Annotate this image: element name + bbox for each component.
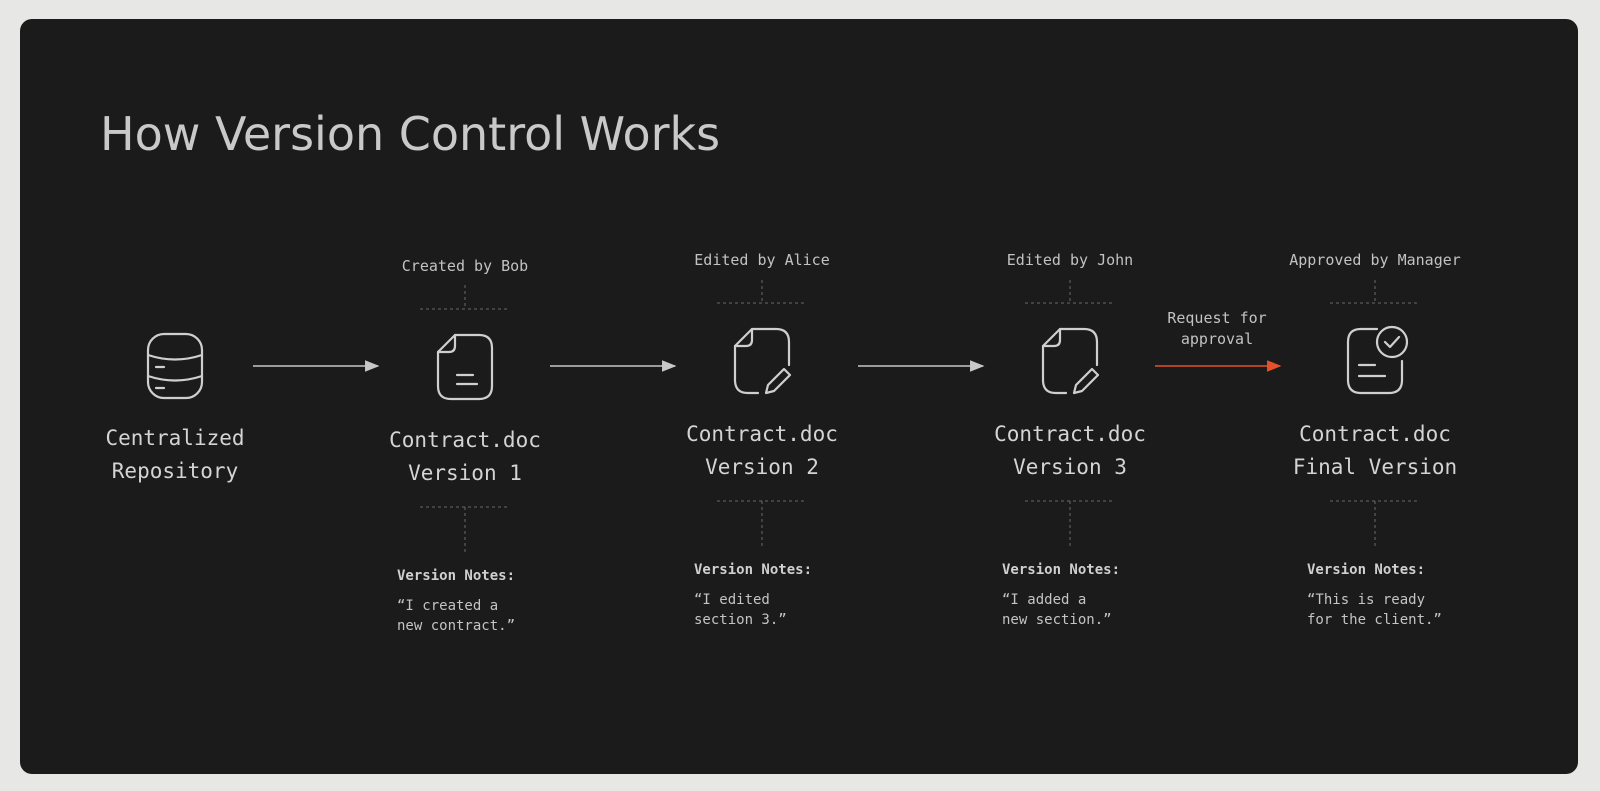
v1-notes-text: “I created a new contract.” <box>397 596 657 636</box>
v2-top-connector <box>717 280 807 304</box>
approval-arrow-caption: Request for approval <box>1117 308 1317 350</box>
v1-version: Version 1 <box>408 461 522 485</box>
final-notes-heading: Version Notes: <box>1307 562 1426 578</box>
document-icon <box>436 333 494 401</box>
v2-version: Version 2 <box>705 455 819 479</box>
v2-bottom-connector <box>717 500 807 549</box>
final-bottom-connector <box>1330 500 1420 549</box>
v1-label: Contract.doc Version 1 <box>315 424 615 490</box>
approval-caption-line2: approval <box>1180 330 1254 348</box>
v3-notes: Version Notes: “I added a new section.” <box>1002 562 1262 630</box>
repository-label-line1: Centralized <box>105 426 245 450</box>
v1-caption: Created by Bob <box>401 257 529 275</box>
v3-top-connector <box>1025 280 1115 304</box>
v1-notes-heading: Version Notes: <box>397 568 516 584</box>
repository-label-line2: Repository <box>111 459 239 483</box>
v3-notes-line1: “I added a <box>1002 592 1087 608</box>
v1-bottom-connector <box>420 506 510 555</box>
v3-notes-text: “I added a new section.” <box>1002 590 1262 630</box>
final-top-connector <box>1330 280 1420 304</box>
v2-notes-heading: Version Notes: <box>694 562 813 578</box>
document-approved-icon <box>1346 325 1409 395</box>
final-notes-line2: for the client.” <box>1307 612 1442 628</box>
page-title: How Version Control Works <box>100 107 721 161</box>
document-edit-icon <box>1041 327 1100 395</box>
v1-doc-name: Contract.doc <box>389 428 541 452</box>
v1-notes-line2: new contract.” <box>397 618 516 634</box>
approval-caption-line1: Request for <box>1167 309 1267 327</box>
v1-top-connector <box>420 285 510 310</box>
final-label: Contract.doc Final Version <box>1225 418 1525 484</box>
v2-caption: Edited by Alice <box>694 251 830 269</box>
document-edit-icon <box>733 327 792 395</box>
v3-version: Version 3 <box>1013 455 1127 479</box>
final-notes-line1: “This is ready <box>1307 592 1426 608</box>
final-version: Final Version <box>1292 455 1458 479</box>
v2-label: Contract.doc Version 2 <box>612 418 912 484</box>
v3-doc-name: Contract.doc <box>994 422 1146 446</box>
final-notes: Version Notes: “This is ready for the cl… <box>1307 562 1567 630</box>
final-caption: Approved by Manager <box>1289 251 1461 269</box>
connectors-layer <box>253 280 1420 555</box>
v3-caption: Edited by John <box>1006 251 1134 269</box>
v3-notes-line2: new section.” <box>1002 612 1112 628</box>
final-notes-text: “This is ready for the client.” <box>1307 590 1567 630</box>
v2-notes: Version Notes: “I edited section 3.” <box>694 562 954 630</box>
v2-doc-name: Contract.doc <box>686 422 838 446</box>
v3-bottom-connector <box>1025 500 1115 549</box>
v3-notes-heading: Version Notes: <box>1002 562 1121 578</box>
database-icon <box>146 332 204 400</box>
v1-notes: Version Notes: “I created a new contract… <box>397 568 657 636</box>
v2-notes-line1: “I edited <box>694 592 770 608</box>
final-doc-name: Contract.doc <box>1299 422 1451 446</box>
v2-notes-line2: section 3.” <box>694 612 787 628</box>
v2-notes-text: “I edited section 3.” <box>694 590 954 630</box>
repository-label: Centralized Repository <box>25 422 325 488</box>
diagram-panel: How Version Control Works <box>20 19 1578 774</box>
v1-notes-line1: “I created a <box>397 598 499 614</box>
v3-label: Contract.doc Version 3 <box>920 418 1220 484</box>
